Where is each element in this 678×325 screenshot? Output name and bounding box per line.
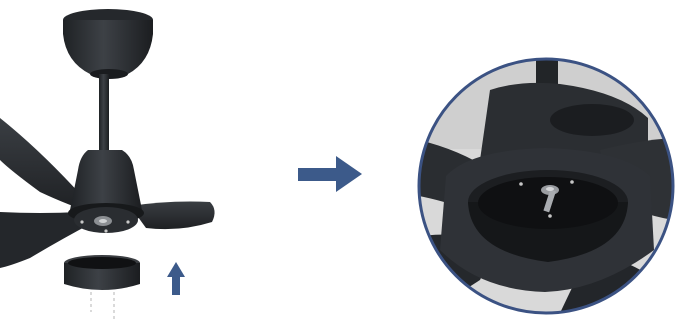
- screw-hole: [519, 182, 523, 186]
- right-arrow-icon: [298, 156, 362, 192]
- motor-housing: [68, 150, 144, 233]
- zoom-detail-circle: [419, 59, 673, 313]
- downrod: [99, 74, 109, 154]
- screw-hole: [548, 214, 552, 218]
- screw-guide-lines: [91, 292, 114, 320]
- screw-hole: [570, 180, 574, 184]
- light-kit-cover: [64, 255, 140, 290]
- up-arrow-icon: [167, 262, 185, 295]
- canopy: [63, 9, 153, 79]
